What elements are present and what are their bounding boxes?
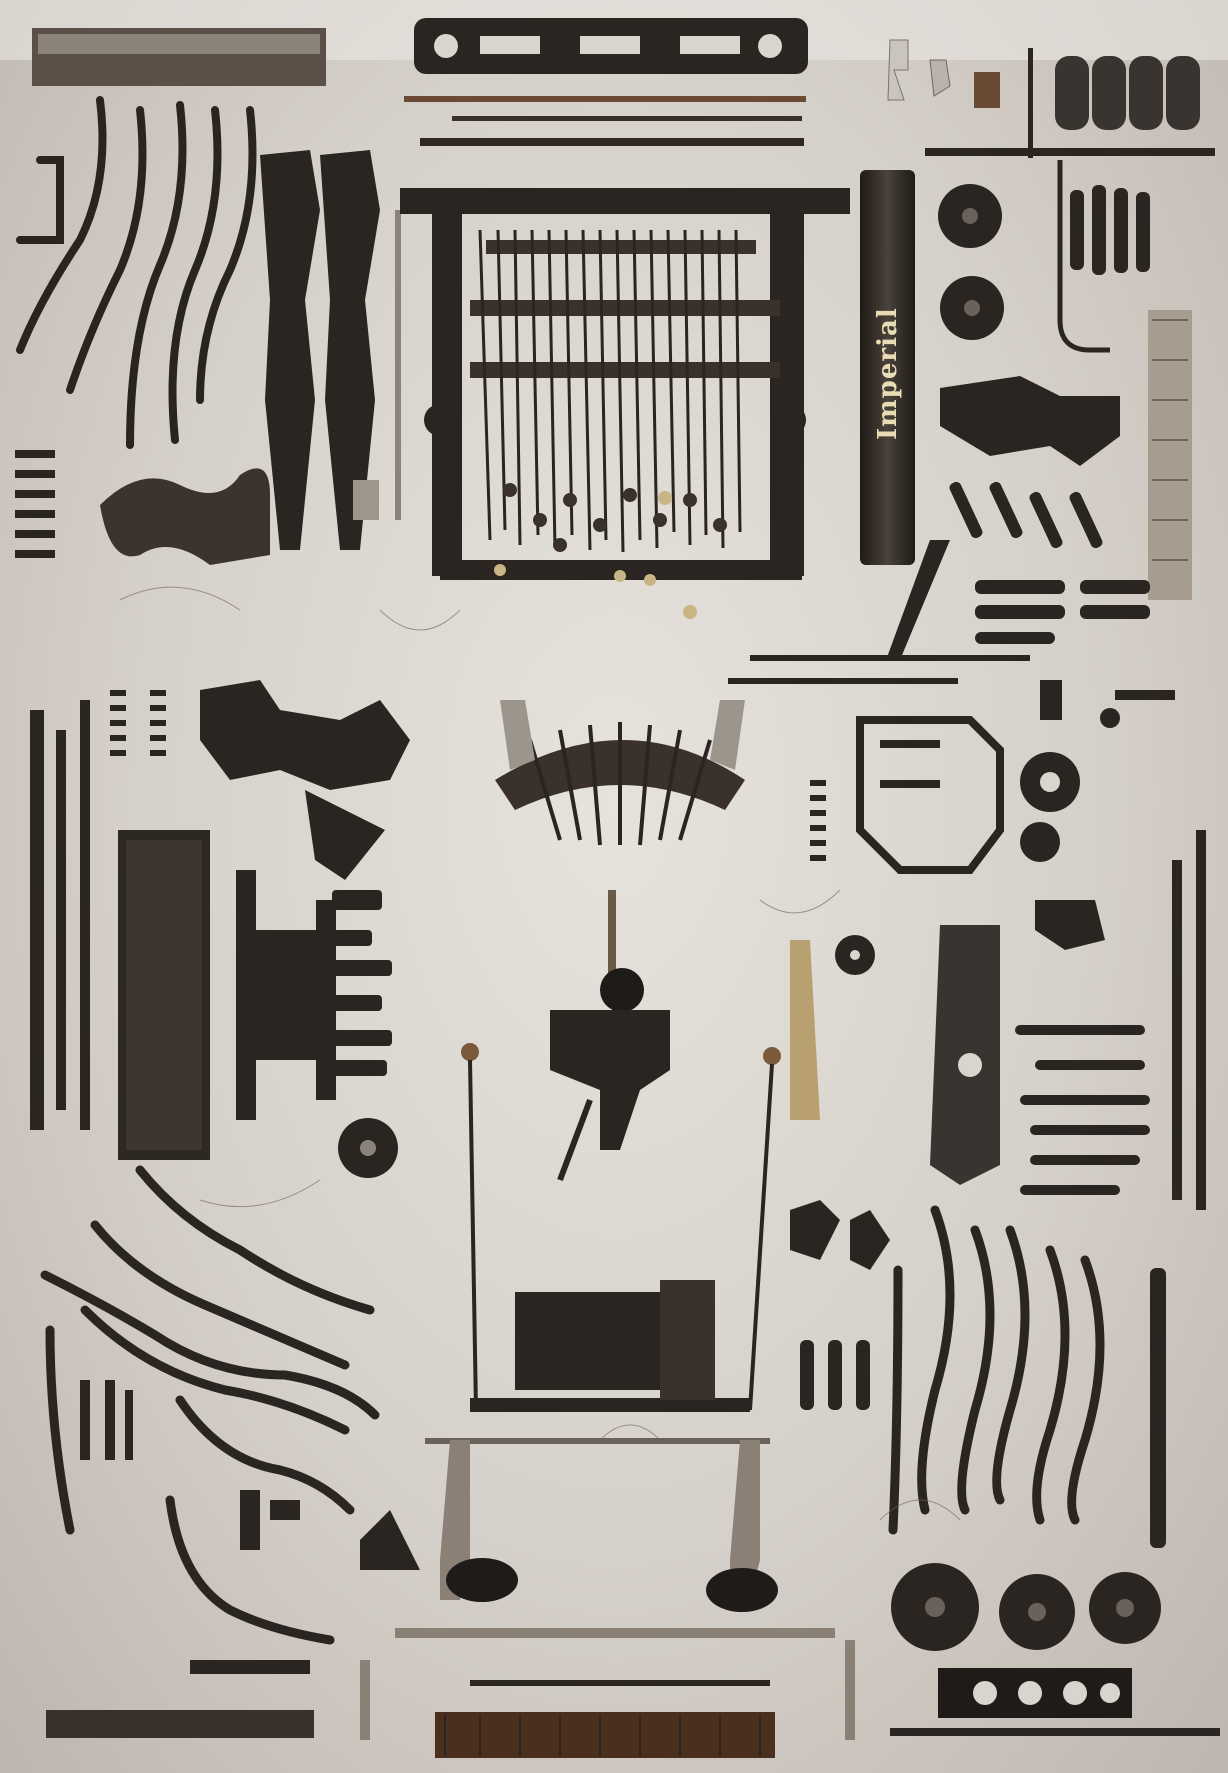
right-side-misc [728,540,1175,728]
small-parts-lower-right [790,1200,1220,1736]
rod [420,138,804,146]
small-plate [974,72,1000,108]
key-levers-left [16,96,257,449]
rod [452,116,802,121]
small-parts-lower-left [46,1380,420,1738]
imperial-label: Imperial [873,307,903,440]
rod [925,148,1215,156]
right-middle-parts [790,716,1206,1210]
imperial-nameplate: Imperial [860,170,915,565]
rod [404,96,806,102]
right-top-parts [938,160,1192,644]
mounting-wires [119,586,961,1521]
bracket [887,39,909,101]
levers-lower-left [40,1165,380,1645]
bottom-center-carriage [360,1438,855,1758]
carriage-base [515,1280,715,1400]
keytops [503,483,727,552]
typebar-frame [400,188,850,619]
escapement-mechanism [461,890,781,1412]
long-plates-left [260,150,401,550]
rubber-feet [1055,56,1200,130]
typebars [478,229,742,553]
brass-keytops [494,491,697,619]
small-parts-left-middle [15,450,410,1178]
levers-lower-right [888,1205,1105,1535]
type-basket [495,700,745,846]
top-row-parts [32,18,1215,158]
